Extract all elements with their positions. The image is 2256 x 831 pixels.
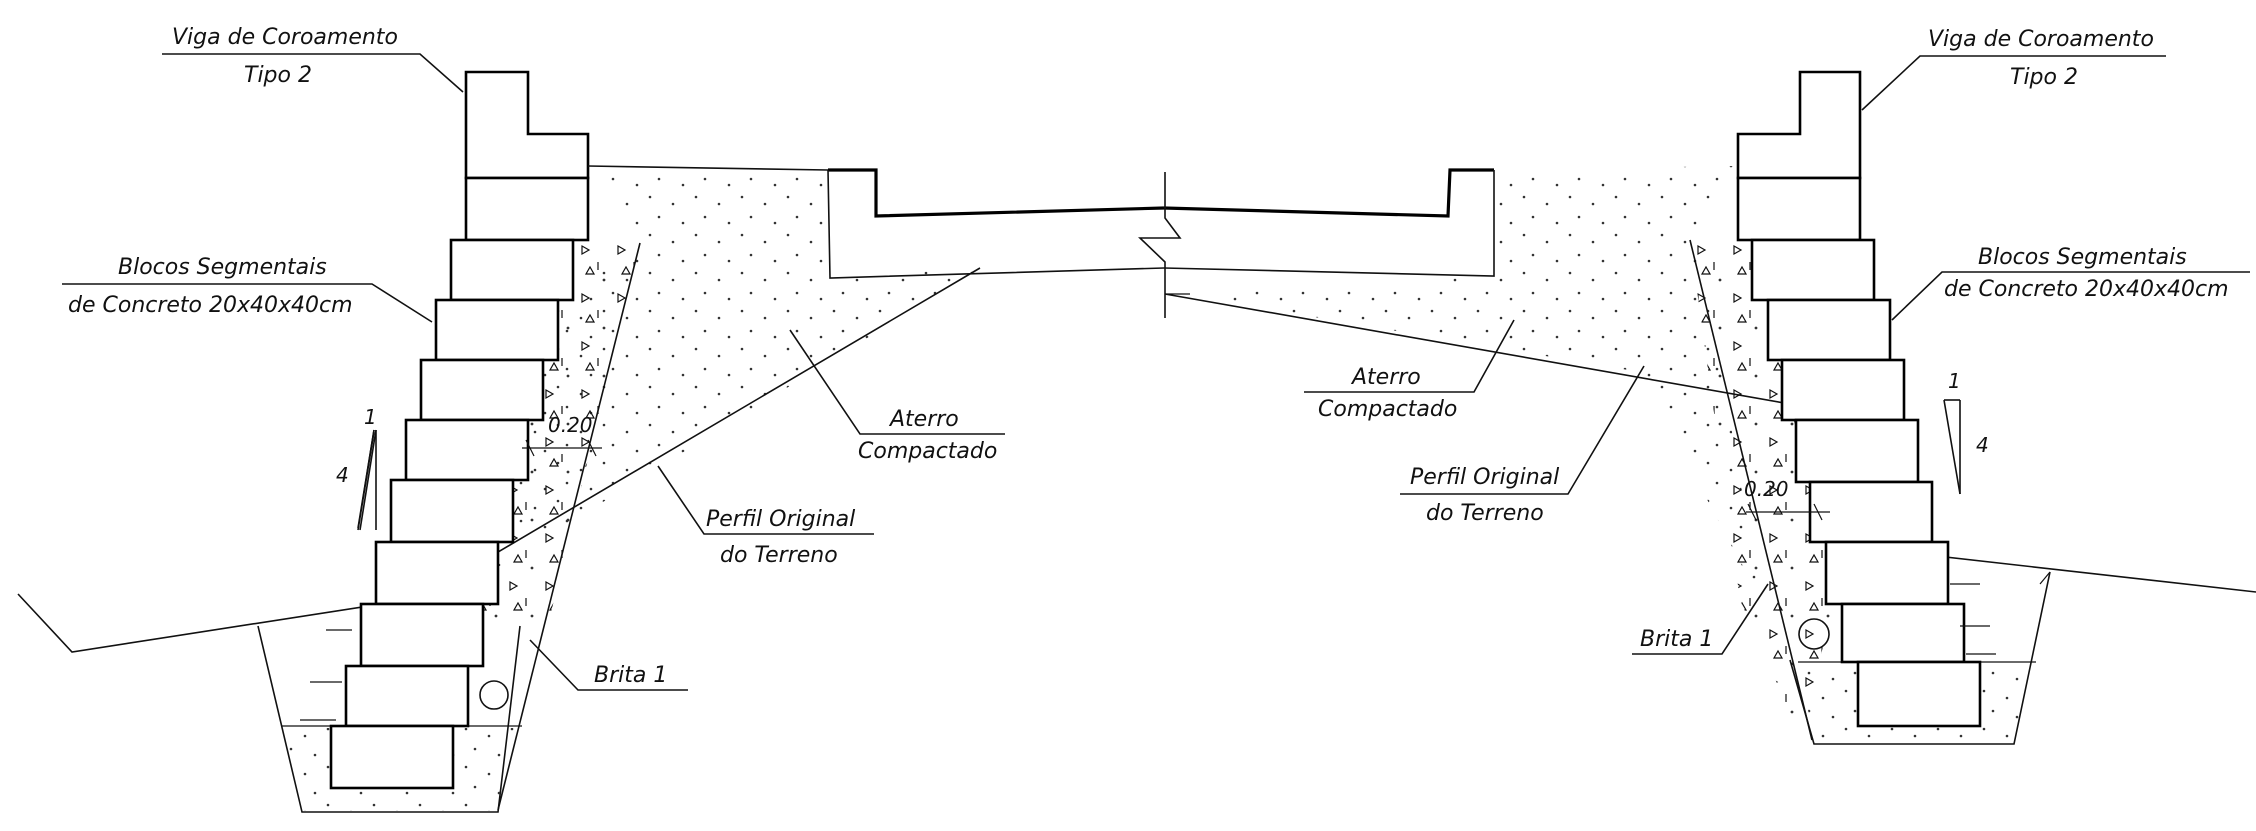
left-fill-leader	[789, 329, 1005, 435]
right-fill-label-2: Compactado	[1318, 397, 1457, 422]
left-block	[374, 540, 500, 606]
right-gravel-boundary	[1689, 239, 1813, 741]
left-section: 1 4 0.20 Viga de Coroamento Tipo 2 Bloco…	[17, 25, 1005, 813]
right-batter-top: 1	[1948, 369, 1961, 393]
left-step-lines	[300, 629, 352, 721]
right-block	[1736, 176, 1862, 242]
right-block	[1780, 358, 1906, 422]
right-step-lines	[1950, 571, 2051, 655]
right-block	[1856, 660, 1982, 728]
left-gravel-leader	[529, 639, 688, 691]
right-terrain-label-2: do Terreno	[1426, 501, 1544, 526]
left-block	[404, 418, 530, 482]
right-blocks-label-1: Blocos Segmentais	[1978, 245, 2187, 270]
left-block	[464, 176, 590, 242]
left-blocks-leader	[62, 283, 433, 323]
right-blocks-leader	[1891, 271, 2250, 321]
right-fill-leader	[1304, 319, 1515, 393]
center-slab	[827, 168, 1495, 318]
right-block	[1766, 298, 1892, 362]
left-trench-outline	[257, 625, 521, 813]
left-drain-pipe	[479, 680, 509, 710]
left-block	[359, 602, 485, 668]
right-drain-pipe	[1798, 618, 1830, 650]
right-gravel-label: Brita 1	[1640, 627, 1713, 652]
right-section: 1 4 0.20 Viga de Coroamento Tipo 2 Bloco…	[1164, 27, 2256, 745]
left-blocks-label-2: de Concreto 20x40x40cm	[68, 293, 353, 318]
right-coping-label-1: Viga de Coroamento	[1928, 27, 2154, 52]
left-gravel-boundary	[497, 242, 641, 811]
left-terrain-label-1: Perfil Original	[706, 507, 855, 532]
right-fill-label-1: Aterro	[1350, 365, 1421, 390]
left-blocks-label-1: Blocos Segmentais	[118, 255, 327, 280]
right-coping-beam	[1736, 70, 1862, 180]
left-batter-top: 1	[364, 405, 377, 429]
right-compacted-fill	[1190, 166, 1760, 600]
left-fill-label-1: Aterro	[888, 407, 959, 432]
right-terrain-label-1: Perfil Original	[1410, 465, 1559, 490]
left-coping-beam	[464, 70, 590, 180]
right-block	[1794, 418, 1920, 484]
right-dimension-label: 0.20	[1744, 477, 1789, 501]
right-block	[1824, 540, 1950, 606]
right-blocks-label-2: de Concreto 20x40x40cm	[1944, 277, 2229, 302]
right-coping-leader	[1861, 55, 2166, 111]
right-coping-label-2: Tipo 2	[2010, 65, 2078, 90]
right-batter-indicator	[1943, 399, 1961, 495]
right-terrain-leader	[1400, 365, 1645, 495]
left-block	[434, 298, 560, 362]
left-coping-label-1: Viga de Coroamento	[172, 25, 398, 50]
left-block	[329, 724, 455, 790]
left-terrain-leader	[657, 465, 874, 535]
left-coping-label-2: Tipo 2	[244, 63, 312, 88]
right-gravel-leader	[1632, 583, 1769, 655]
left-batter-side: 4	[336, 463, 349, 487]
left-block	[419, 358, 545, 422]
left-block	[344, 664, 470, 728]
left-block	[389, 478, 515, 544]
left-coping-leader	[162, 53, 464, 93]
left-original-terrain	[17, 267, 981, 653]
left-concrete-blocks	[329, 176, 590, 790]
left-fill-label-2: Compactado	[858, 439, 997, 464]
left-top-surface	[587, 165, 829, 171]
left-block	[449, 238, 575, 302]
left-dimension-label: 0.20	[548, 413, 593, 437]
right-concrete-blocks	[1736, 176, 1982, 728]
right-block	[1840, 602, 1966, 664]
left-terrain-label-2: do Terreno	[720, 543, 838, 568]
right-block	[1750, 238, 1876, 302]
right-batter-side: 4	[1976, 433, 1989, 457]
break-symbol	[1138, 172, 1182, 318]
left-gravel-label: Brita 1	[594, 663, 667, 688]
